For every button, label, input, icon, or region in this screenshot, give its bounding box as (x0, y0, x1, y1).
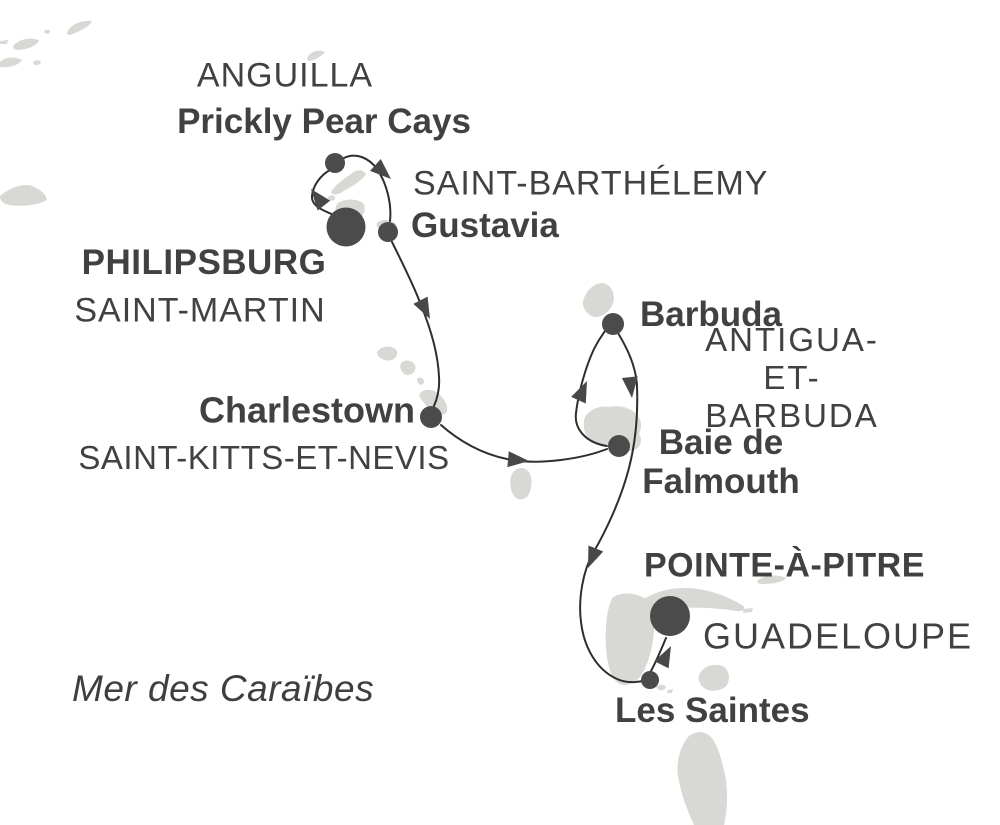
island-st-eustatius (400, 360, 416, 375)
route-arrow-icon (621, 376, 638, 398)
island-basse-terre (605, 593, 655, 685)
island-dominica (677, 732, 728, 825)
port-dot-barbuda (602, 313, 624, 335)
island-virgin-islands-1 (67, 20, 92, 35)
island-barbuda (582, 283, 614, 318)
port-dot-les-saintes (641, 671, 659, 689)
island-st-kitts (419, 389, 448, 415)
island-anguilla-islet (328, 195, 336, 201)
island-anguilla (331, 170, 366, 195)
island-les-saintes-islet-2 (667, 689, 673, 693)
port-dot-prickly-pear-cays (325, 153, 345, 173)
island-montserrat (510, 468, 532, 500)
island-virgin-islands-2 (13, 38, 39, 50)
route-philipsburg-prickly-pear (310, 169, 335, 216)
territory-label-anguilla: ANGUILLA (196, 56, 374, 95)
route-arrow-icon (654, 646, 671, 669)
island-marie-galante (698, 664, 730, 691)
ports-layer (325, 153, 690, 689)
port-label-prickly-pear-cays: Prickly Pear Cays (177, 102, 471, 142)
port-label-baie-de-falmouth: Baie de Falmouth (642, 423, 800, 501)
port-dot-gustavia (378, 222, 398, 242)
island-virgin-islands-6 (44, 30, 50, 34)
port-dot-philipsburg (326, 207, 366, 247)
island-virgin-islands-5 (33, 60, 41, 66)
territory-label-antigua-et-barbuda: ANTIGUA-ET- BARBUDA (705, 321, 879, 434)
route-arrows-layer (311, 159, 671, 669)
port-dot-charlestown (420, 406, 442, 428)
island-saba (377, 346, 398, 361)
territory-label-saint-kitts-et-nevis: SAINT-KITTS-ET-NEVIS (78, 439, 450, 477)
route-arrow-icon (507, 451, 529, 468)
route-les-saintes-pointe-a-pitre (650, 637, 667, 672)
island-st-eustatius-islet (417, 377, 424, 385)
island-la-desirade (757, 575, 786, 584)
port-dot-pointe-a-pitre (650, 596, 690, 636)
port-label-barbuda: Barbuda (640, 295, 782, 335)
island-petite-terre (743, 608, 753, 613)
route-arrow-icon (311, 189, 331, 211)
territory-label-guadeloupe: GUADELOUPE (703, 615, 974, 657)
port-dot-baie-de-falmouth (608, 435, 630, 457)
route-arrow-icon (413, 296, 430, 319)
route-gustavia-charlestown (391, 241, 441, 407)
route-charlestown-falmouth (440, 424, 608, 463)
island-scrub (307, 50, 325, 61)
port-label-gustavia: Gustavia (411, 206, 559, 246)
route-arrow-icon (588, 545, 604, 568)
port-label-pointe-a-pitre: POINTE-À-PITRE (644, 546, 925, 585)
route-arrow-icon (571, 381, 587, 404)
island-les-saintes-islet-1 (656, 684, 666, 691)
port-label-charlestown: Charlestown (198, 389, 416, 431)
route-arrow-icon (370, 159, 391, 179)
territory-label-saint-martin: SAINT-MARTIN (74, 291, 326, 330)
route-falmouth-barbuda (574, 330, 608, 447)
island-virgin-islands-4 (0, 57, 22, 68)
island-virgin-islands-3 (0, 40, 8, 44)
port-label-philipsburg: PHILIPSBURG (81, 243, 327, 283)
island-st-croix (0, 185, 47, 206)
sea-label: Mer des Caraïbes (72, 668, 375, 710)
territory-label-saint-barthelemy: SAINT-BARTHÉLEMY (413, 164, 769, 203)
port-label-les-saintes: Les Saintes (615, 691, 810, 731)
